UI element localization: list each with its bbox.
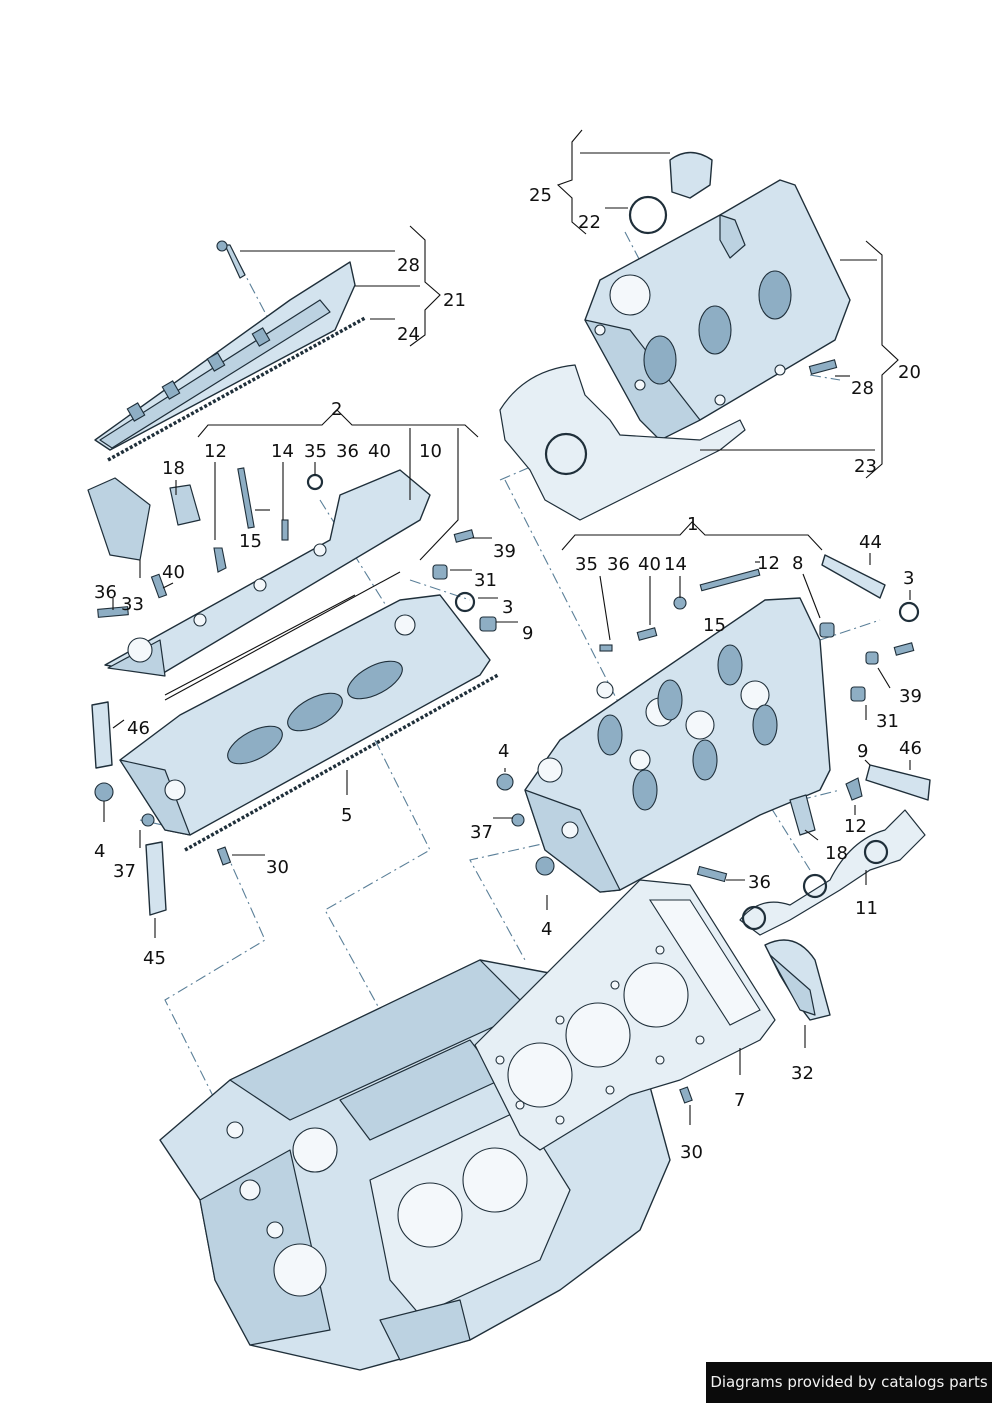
left-cover [94,240,366,462]
callout-5: 5 [341,805,352,826]
cover-plate [764,939,831,1021]
callout-15: 15 [703,615,726,636]
callout-8: 8 [792,553,803,574]
callout-4: 4 [94,841,105,862]
leader-lines [103,129,911,1125]
callout-18: 18 [825,843,848,864]
seal-plate [789,794,816,836]
callout-31: 31 [876,711,899,732]
callout-1: 1 [687,514,698,535]
callout-2: 2 [331,399,342,420]
callout-12: 12 [204,441,227,462]
callout-labels: 28 21 24 2 12 14 35 36 40 10 18 15 39 31… [94,185,922,1163]
callout-4: 4 [541,919,552,940]
crank-bore [273,1243,327,1297]
callout-14: 14 [271,441,294,462]
sealant-tube [91,701,113,769]
callout-46: 46 [899,738,922,759]
callout-9: 9 [522,623,533,644]
callout-3: 3 [903,568,914,589]
callout-12: 12 [757,553,780,574]
callout-35: 35 [575,554,598,575]
callout-40: 40 [162,562,185,583]
callout-18: 18 [162,458,185,479]
callout-12: 12 [844,816,867,837]
left-cylinder-head [119,594,499,852]
left-small-parts [91,467,497,916]
callout-25: 25 [529,185,552,206]
right-cylinder-head [524,597,831,893]
callout-11: 11 [855,898,878,919]
callout-46: 46 [127,718,150,739]
callout-23: 23 [854,456,877,477]
callout-30: 30 [266,857,289,878]
callout-37: 37 [113,861,136,882]
right-valve-cover [499,151,851,521]
callout-3: 3 [502,597,513,618]
callout-30: 30 [680,1142,703,1163]
callout-40: 40 [638,554,661,575]
callout-36: 36 [607,554,630,575]
timing-bracket [87,477,151,561]
callout-44: 44 [859,532,882,553]
callout-33: 33 [121,594,144,615]
callout-14: 14 [664,554,687,575]
seal-plate [169,484,201,526]
cylinder-bore [397,1182,463,1248]
cylinder-head-gasket [474,879,776,1151]
cylinder-bore [462,1147,528,1213]
callout-15: 15 [239,531,262,552]
callout-39: 39 [899,686,922,707]
callout-39: 39 [493,541,516,562]
callout-22: 22 [578,212,601,233]
callout-9: 9 [857,741,868,762]
right-small-parts [496,554,931,1104]
callout-37: 37 [470,822,493,843]
callout-40: 40 [368,441,391,462]
callout-4: 4 [498,741,509,762]
callout-20: 20 [898,362,921,383]
callout-21: 21 [443,290,466,311]
callout-35: 35 [304,441,327,462]
callout-45: 45 [143,948,166,969]
callout-28: 28 [397,255,420,276]
sealant-tube [145,841,167,916]
attribution-banner: Diagrams provided by catalogs parts [706,1362,992,1403]
callout-31: 31 [474,570,497,591]
left-bearing-frame [87,469,431,696]
callout-7: 7 [734,1090,745,1111]
callout-24: 24 [397,324,420,345]
callout-10: 10 [419,441,442,462]
sealant-tube [821,554,886,599]
seal-plug [94,782,114,802]
callout-32: 32 [791,1063,814,1084]
callout-36: 36 [748,872,771,893]
oil-filler-cap [669,151,713,199]
sealant-tube [865,764,931,801]
callout-36: 36 [336,441,359,462]
callout-28: 28 [851,378,874,399]
callout-36: 36 [94,582,117,603]
